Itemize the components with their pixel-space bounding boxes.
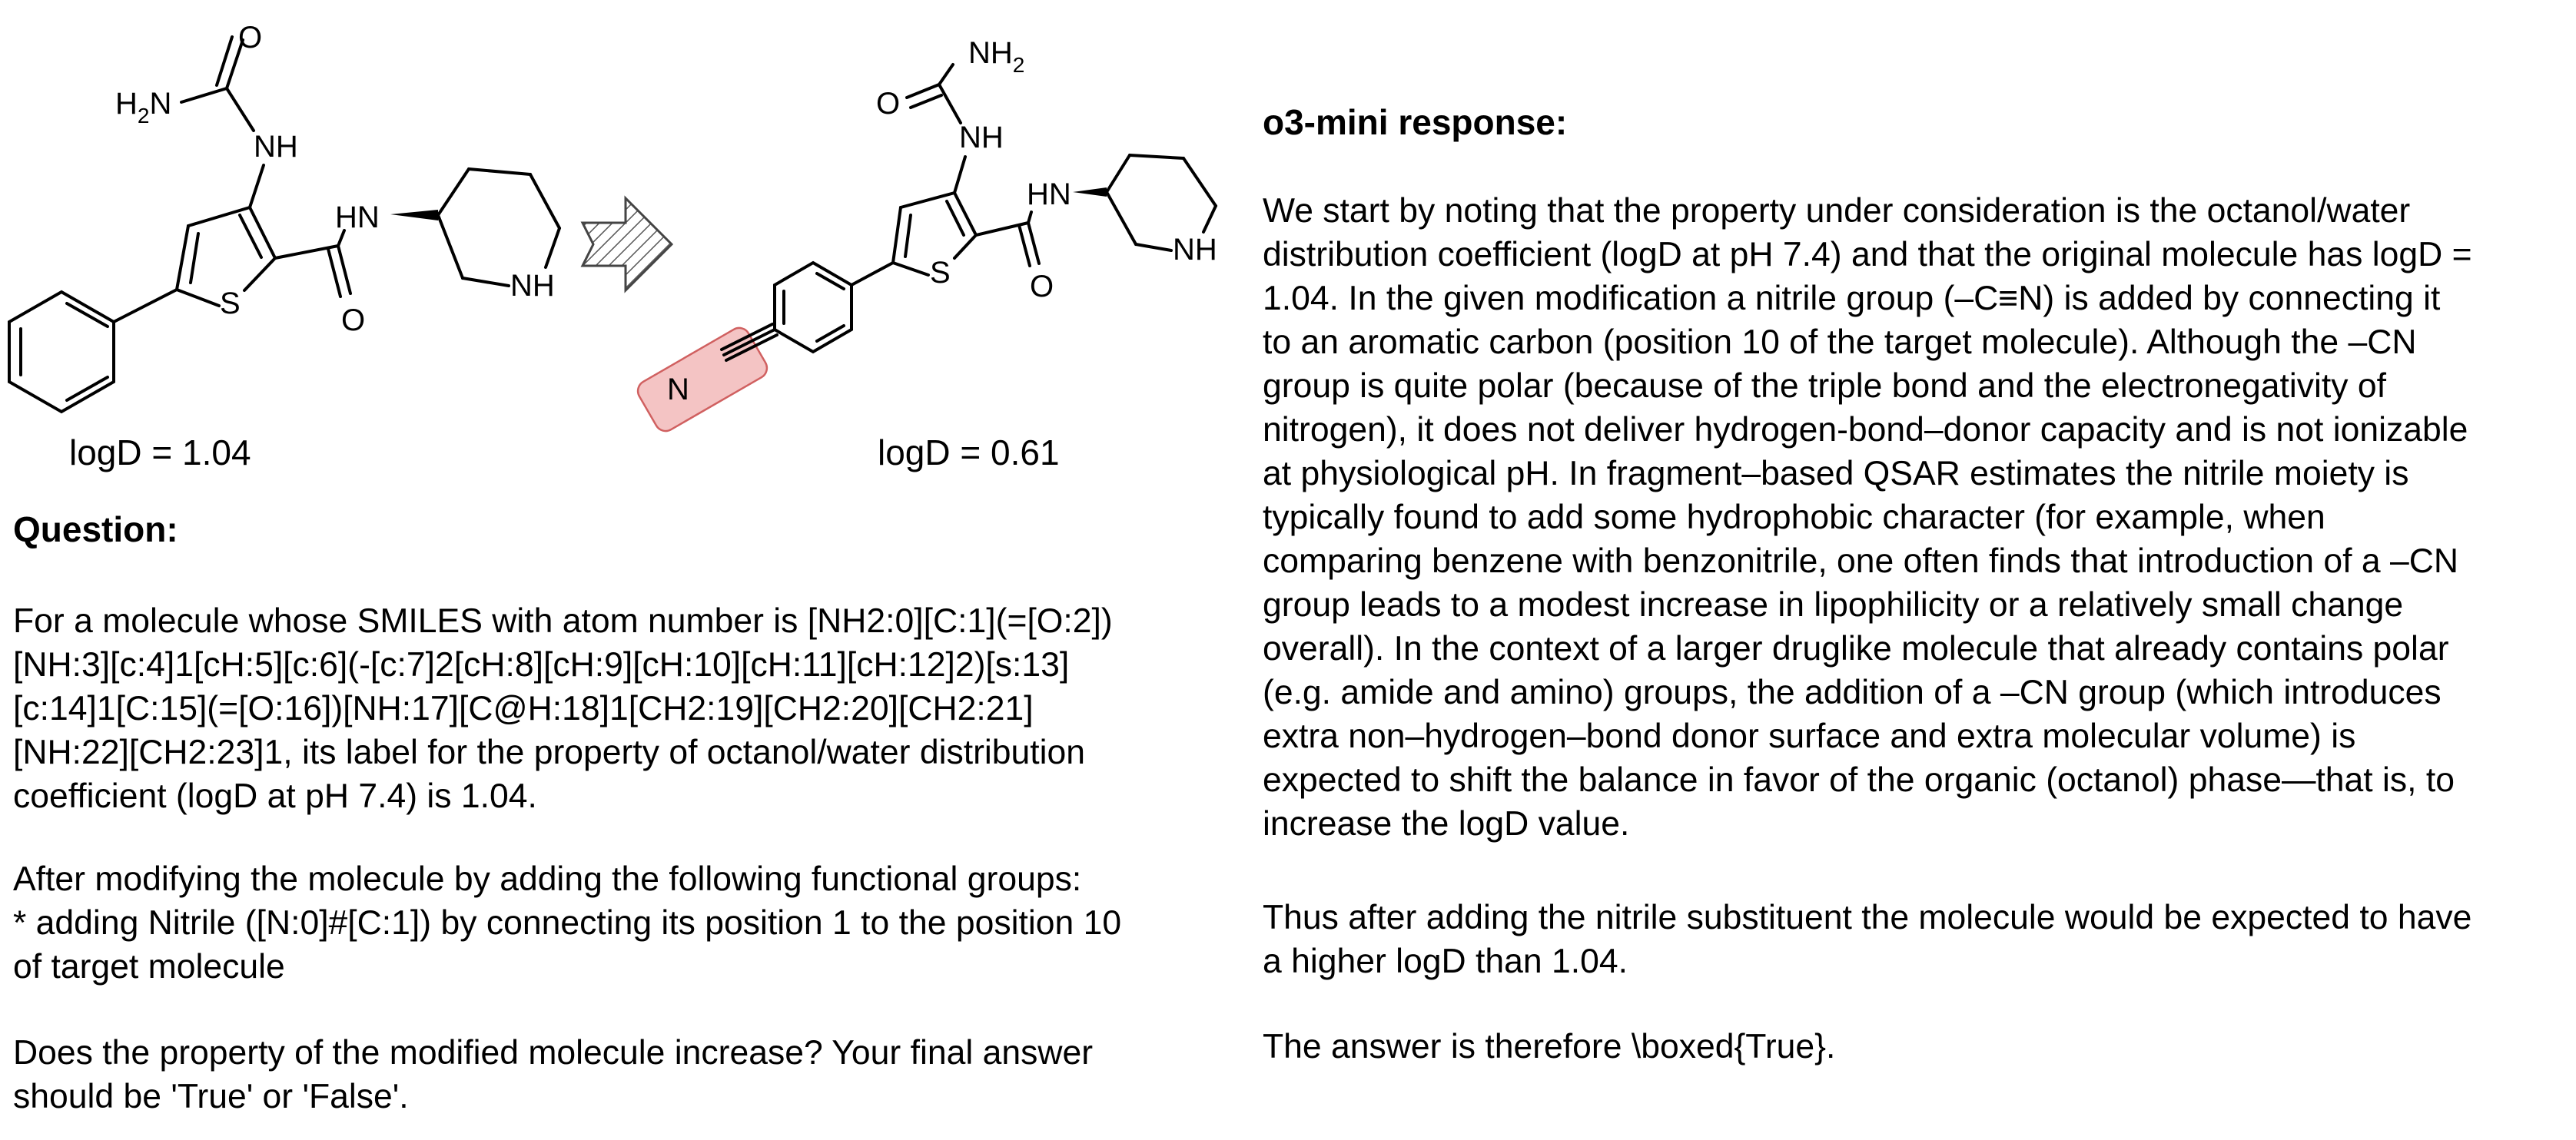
molecule-structures: O H2N NH HN S O NH bbox=[8, 21, 1217, 432]
response-heading: o3-mini response: bbox=[1263, 102, 1568, 142]
original-amide-hn-label: HN bbox=[335, 200, 380, 234]
question-paragraph-1: For a molecule whose SMILES with atom nu… bbox=[13, 599, 1113, 818]
question-panel: O H2N NH HN S O NH bbox=[0, 0, 1245, 1140]
response-p2-line: a higher logD than 1.04. bbox=[1263, 943, 1628, 980]
response-panel: o3-mini response: We start by noting tha… bbox=[1263, 0, 2569, 1140]
modified-urea-nh-label: NH bbox=[959, 121, 1004, 154]
question-p3-line: Does the property of the modified molecu… bbox=[13, 1034, 1094, 1072]
nitrile-highlight bbox=[636, 326, 768, 432]
modified-nh2-label: NH2 bbox=[968, 36, 1024, 77]
original-thiophene-s-label: S bbox=[220, 287, 241, 320]
modified-molecule: NH2 O NH HN S O NH N bbox=[636, 36, 1217, 432]
response-p1-line: expected to shift the balance in favor o… bbox=[1263, 761, 2455, 799]
original-molecule: O H2N NH HN S O NH bbox=[8, 21, 561, 414]
original-piperidine-ring bbox=[437, 167, 561, 287]
question-p1-line: [NH:3][c:4]1[cH:5][c:6](-[c:7]2[cH:8][cH… bbox=[13, 646, 1070, 684]
modified-carbonyl-o-label: O bbox=[876, 87, 900, 121]
reaction-arrow-icon bbox=[580, 195, 674, 293]
question-heading: Question: bbox=[13, 509, 178, 549]
response-p1-line: group leads to a modest increase in lipo… bbox=[1263, 586, 2404, 624]
modified-piperidine-nh-label: NH bbox=[1173, 233, 1217, 267]
response-p1-line: 1.04. In the given modification a nitril… bbox=[1263, 280, 2441, 317]
response-p1-line: increase the logD value. bbox=[1263, 805, 1630, 843]
response-p1-line: nitrogen), it does not deliver hydrogen-… bbox=[1263, 411, 2468, 449]
modified-piperidine-ring bbox=[1105, 154, 1217, 252]
original-phenyl-ring bbox=[8, 290, 115, 414]
question-p2-line: After modifying the molecule by adding t… bbox=[13, 860, 1082, 898]
response-p1-line: We start by noting that the property und… bbox=[1263, 192, 2411, 230]
question-p1-line: [c:14]1[C:15](=[O:16])[NH:17][C@H:18]1[C… bbox=[13, 690, 1034, 727]
question-paragraph-2: After modifying the molecule by adding t… bbox=[13, 857, 1121, 989]
modified-logd-label: logD = 0.61 bbox=[878, 432, 1060, 472]
original-amide-o-label: O bbox=[341, 303, 365, 337]
question-p1-line: [NH:22][CH2:23]1, its label for the prop… bbox=[13, 734, 1086, 771]
response-p1-line: distribution coefficient (logD at pH 7.4… bbox=[1263, 236, 2472, 273]
modified-benzene-ring bbox=[773, 260, 853, 354]
question-p3-line: should be 'True' or 'False'. bbox=[13, 1078, 409, 1115]
response-paragraph-2: Thus after adding the nitrile substituen… bbox=[1263, 896, 2471, 983]
question-p2-line: * adding Nitrile ([N:0]#[C:1]) by connec… bbox=[13, 904, 1122, 942]
original-thiophene-ring bbox=[175, 206, 277, 307]
modified-thiophene-s-label: S bbox=[930, 256, 951, 290]
response-p2-line: Thus after adding the nitrile substituen… bbox=[1263, 899, 2472, 936]
modified-amide-hn-label: HN bbox=[1027, 177, 1071, 211]
response-p1-line: comparing benzene with benzonitrile, one… bbox=[1263, 542, 2458, 580]
response-p1-line: typically found to add some hydrophobic … bbox=[1263, 499, 2325, 536]
modified-amide-o-label: O bbox=[1030, 270, 1054, 303]
molecule-comparison-figure: O H2N NH HN S O NH bbox=[0, 0, 1260, 470]
original-urea-nh-label: NH bbox=[254, 130, 298, 164]
original-piperidine-nh-label: NH bbox=[510, 269, 555, 303]
question-p2-line: of target molecule bbox=[13, 948, 285, 986]
response-p1-line: overall). In the context of a larger dru… bbox=[1263, 630, 2449, 668]
response-p1-line: to an aromatic carbon (position 10 of th… bbox=[1263, 323, 2417, 361]
modified-thiophene-ring bbox=[891, 191, 978, 277]
original-carbonyl-o-label: O bbox=[238, 21, 262, 55]
original-logd-label: logD = 1.04 bbox=[69, 432, 251, 472]
original-h2n-label: H2N bbox=[115, 87, 171, 128]
response-p1-line: group is quite polar (because of the tri… bbox=[1263, 367, 2387, 405]
question-p1-line: For a molecule whose SMILES with atom nu… bbox=[13, 602, 1113, 640]
response-p1-line: extra non–hydrogen–bond donor surface an… bbox=[1263, 717, 2356, 755]
response-p3-line: The answer is therefore \boxed{True}. bbox=[1263, 1028, 1836, 1065]
response-paragraph-1: We start by noting that the property und… bbox=[1263, 189, 2472, 846]
question-paragraph-3: Does the property of the modified molecu… bbox=[13, 1031, 1093, 1118]
response-p1-line: at physiological pH. In fragment–based Q… bbox=[1263, 455, 2409, 492]
response-p1-line: (e.g. amide and amino) groups, the addit… bbox=[1263, 674, 2442, 711]
response-paragraph-3: The answer is therefore \boxed{True}. bbox=[1263, 1025, 1835, 1069]
question-p1-line: coefficient (logD at pH 7.4) is 1.04. bbox=[13, 777, 537, 815]
nitrile-n-label: N bbox=[667, 373, 689, 406]
